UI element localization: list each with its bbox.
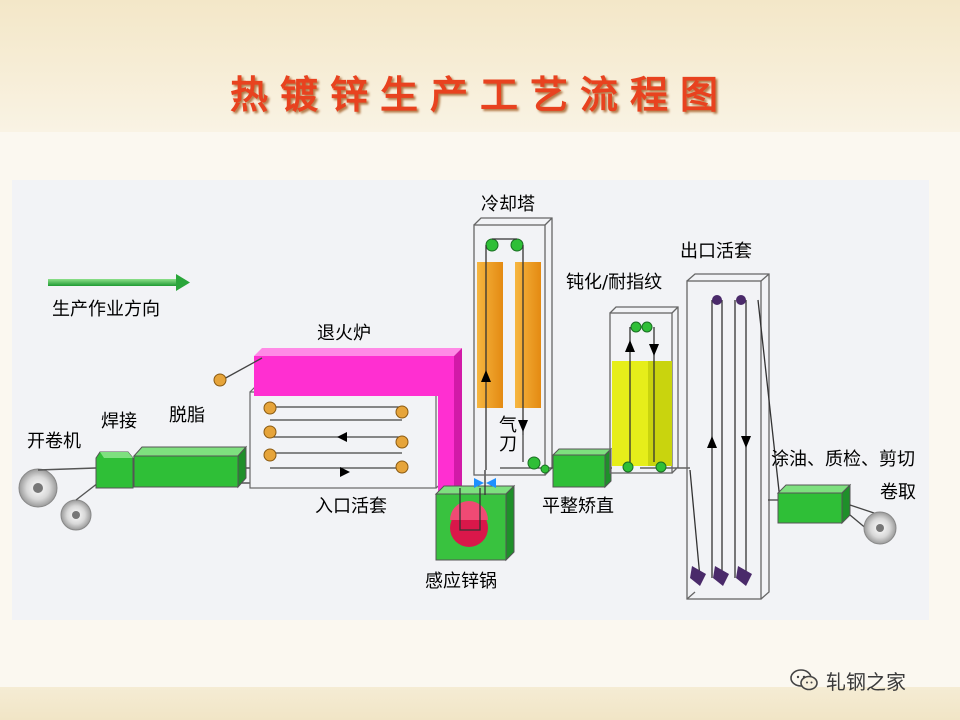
label-cooling-tower: 冷却塔	[481, 194, 535, 215]
label-finishing: 涂油、质检、剪切	[771, 449, 915, 470]
label-temper-leveling: 平整矫直	[542, 496, 614, 517]
leveler-rollers	[527, 456, 550, 474]
finishing-unit	[768, 483, 881, 541]
label-annealing-furnace: 退火炉	[317, 323, 371, 344]
watermark: 轧钢之家	[790, 669, 906, 694]
exit-accumulator-frame	[686, 273, 770, 600]
watermark-text: 轧钢之家	[826, 669, 906, 694]
exit-accumulator-strands	[689, 299, 781, 579]
label-entry-accumulator: 入口活套	[315, 496, 387, 517]
label-degreasing: 脱脂	[169, 405, 205, 426]
air-knife	[474, 470, 496, 495]
entry-accumulator-arrows	[337, 432, 350, 477]
label-uncoiler: 开卷机	[27, 431, 81, 452]
page-title: 热镀锌生产工艺流程图	[229, 72, 730, 117]
label-welding: 焊接	[101, 411, 137, 432]
passivation-unit	[612, 321, 672, 473]
label-zinc-pot: 感应锌锅	[425, 571, 497, 592]
direction-arrow	[48, 274, 190, 291]
wechat-icon	[790, 669, 818, 691]
label-exit-accumulator: 出口活套	[680, 241, 752, 262]
temper-leveler-unit	[551, 447, 613, 489]
annealing-furnace	[254, 348, 462, 494]
uncoiler-coils	[18, 468, 92, 531]
degreasing-unit	[132, 445, 248, 489]
exit-accumulator-rollers	[690, 295, 752, 586]
coiler-coil	[863, 511, 897, 545]
label-passivation: 钝化/耐指纹	[566, 272, 663, 293]
label-coiling: 卷取	[880, 482, 916, 503]
entry-accumulator-rollers	[213, 373, 409, 474]
label-air-knife: 气刀	[499, 415, 517, 455]
welder-unit	[95, 451, 134, 489]
exit-accumulator-arrows	[707, 436, 751, 448]
label-direction: 生产作业方向	[52, 299, 160, 320]
cooling-tower-frame	[473, 217, 553, 476]
header-background	[0, 0, 960, 132]
zinc-pot	[434, 484, 516, 562]
entry-accumulator-strands	[221, 357, 402, 469]
cooling-tower	[477, 238, 541, 470]
footer-background	[0, 687, 960, 720]
